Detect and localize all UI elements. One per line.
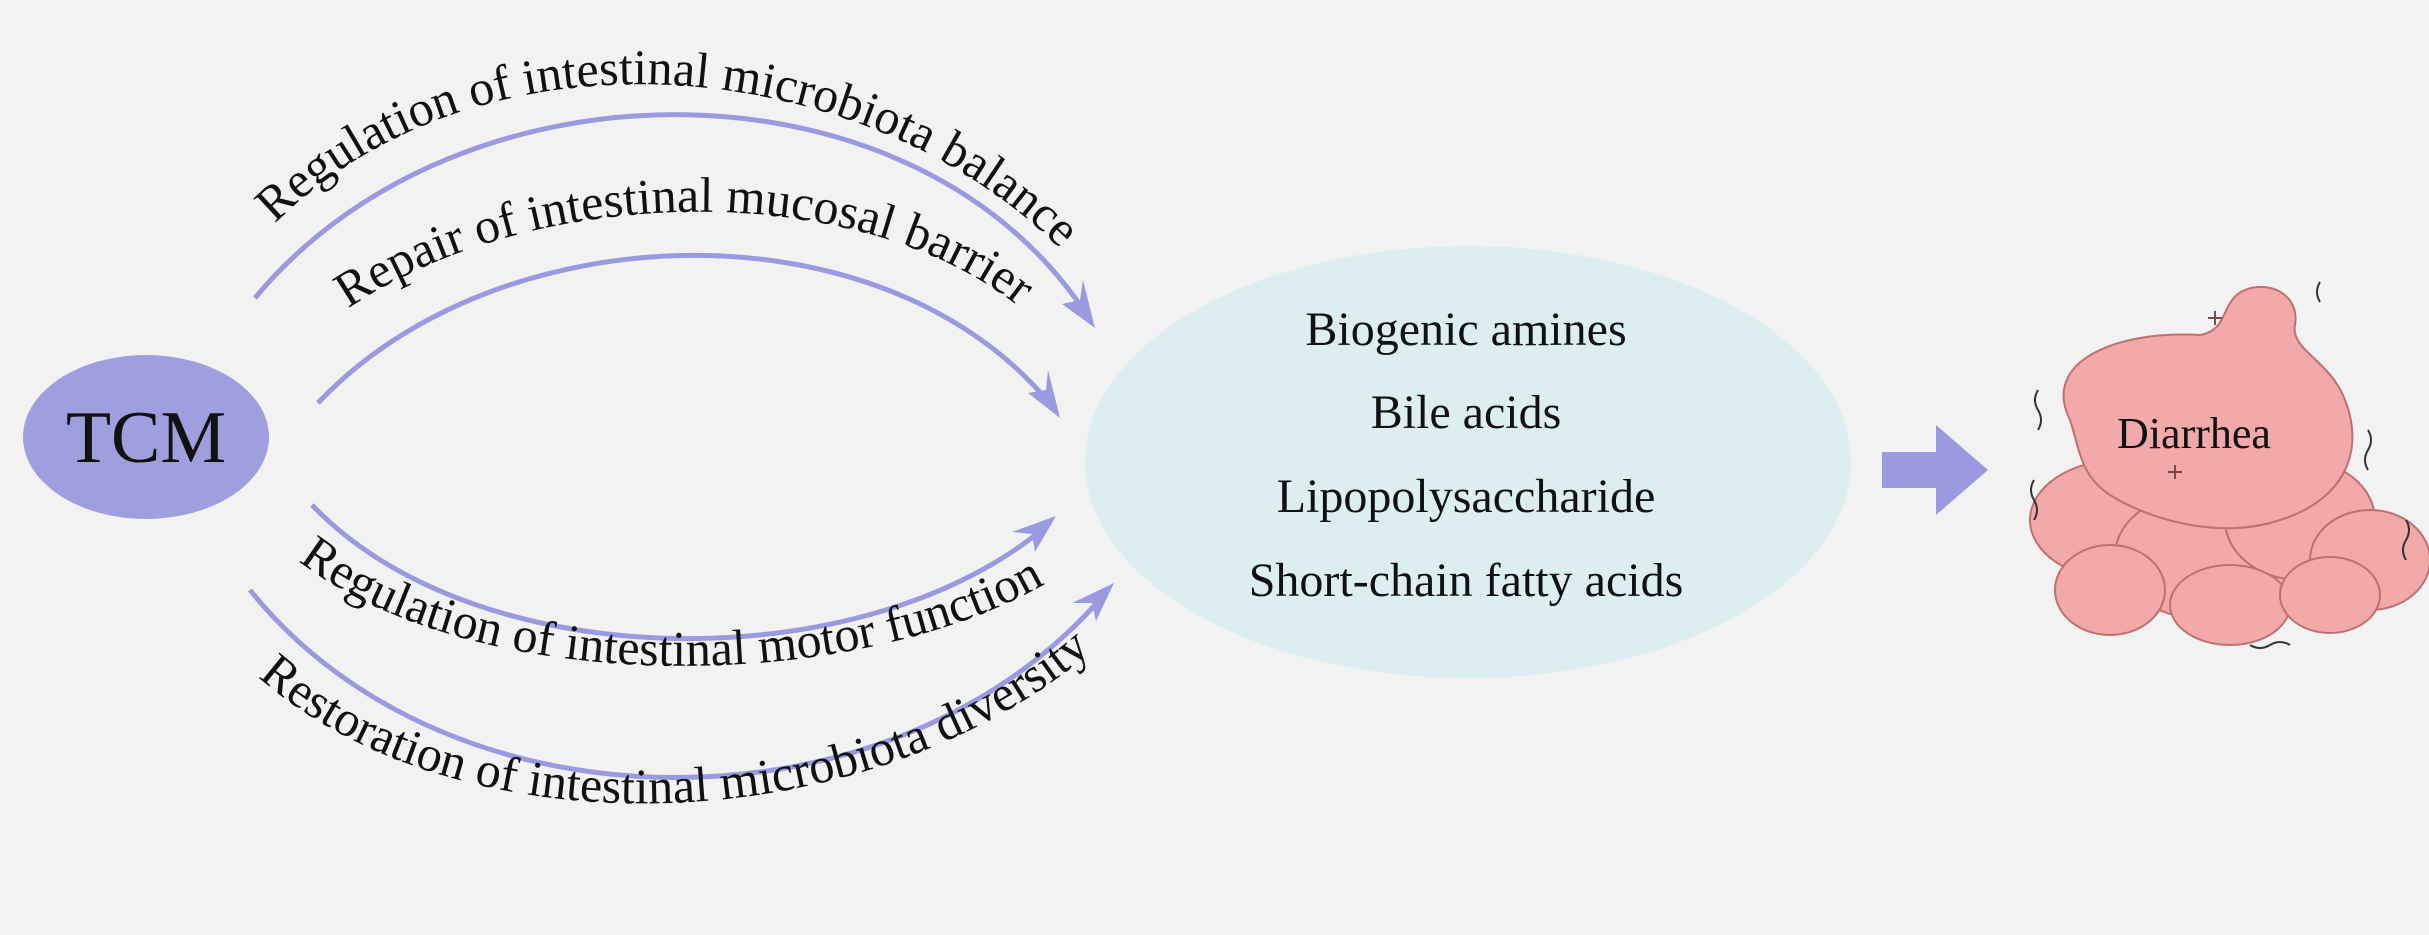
tcm-node: TCM <box>23 355 269 519</box>
mucosal-barrier-arrowhead <box>1028 370 1060 418</box>
metabolite-short-chain-fatty-acids: Short-chain fatty acids <box>1249 554 1684 607</box>
metabolites-ellipse <box>1085 246 1851 678</box>
outcome-arrow <box>1882 425 1988 515</box>
metabolite-bile-acids: Bile acids <box>1371 386 1562 439</box>
mucosal-barrier-arrow <box>316 252 1057 412</box>
microbiota-balance-arrowhead <box>1062 280 1095 328</box>
metabolites-node: Biogenic amines Bile acids Lipopolysacch… <box>1085 246 1851 678</box>
label-mucosal-barrier: Repair of intestinal mucosal barrier <box>324 167 1046 318</box>
tcm-ellipse <box>23 355 269 519</box>
intestine-icon <box>2029 281 2429 649</box>
pathway-arrows <box>248 112 1114 780</box>
metabolite-lipopolysaccharide: Lipopolysaccharide <box>1277 470 1656 523</box>
motor-function-arrow <box>310 503 1052 641</box>
tcm-label: TCM <box>66 397 226 479</box>
microbiota-diversity-arrow <box>248 588 1110 780</box>
label-motor-function: Regulation of intestinal motor function <box>292 524 1051 677</box>
diarrhea-label: Diarrhea <box>2117 409 2271 458</box>
metabolite-biogenic-amines: Biogenic amines <box>1305 303 1626 356</box>
microbiota-diversity-arrowhead <box>1072 583 1114 621</box>
motor-function-arrowhead <box>1012 516 1056 552</box>
microbiota-balance-arrow <box>253 112 1093 322</box>
